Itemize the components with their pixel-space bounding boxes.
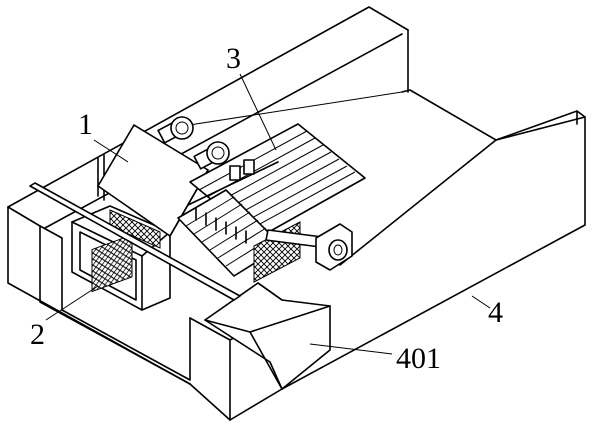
roller-conveyor-3 [177, 123, 366, 283]
label-1: 1 [78, 108, 93, 141]
label-3: 3 [226, 42, 241, 75]
hopper-1 [29, 116, 241, 301]
ramp-401 [204, 282, 331, 390]
comb-teeth [187, 161, 279, 244]
label-401: 401 [396, 342, 441, 375]
collection-bin-2 [71, 205, 171, 311]
label-2: 2 [30, 318, 45, 351]
leader-lines [45, 73, 491, 355]
label-4: 4 [488, 296, 503, 329]
